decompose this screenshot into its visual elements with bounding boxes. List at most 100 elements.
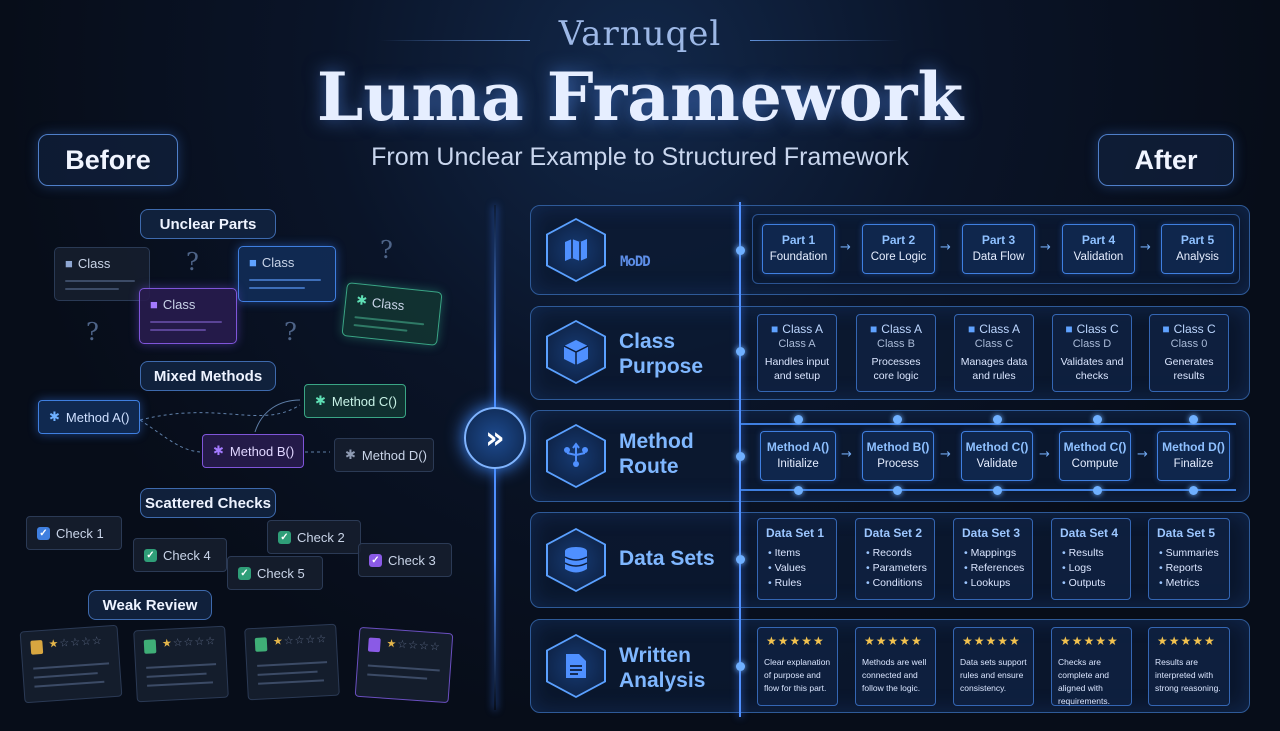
dataset-box: Data Set 4ResultsLogsOutputs	[1051, 518, 1131, 600]
class-card-label: Class	[261, 255, 295, 270]
arrow-right-icon: →	[1137, 447, 1148, 462]
check-label: Check 4	[163, 547, 211, 563]
class-card: ■Class	[139, 288, 237, 344]
star-rating: ★★★★★	[766, 634, 825, 648]
checkbox-icon: ✓	[369, 553, 382, 567]
review-card: ★☆☆☆☆	[133, 625, 229, 703]
review-card: ★☆☆☆☆	[354, 626, 454, 704]
method-box: Method C()Validate	[961, 431, 1033, 481]
question-mark: ?	[86, 318, 99, 346]
unclear-parts-label: Unclear Parts	[140, 209, 276, 239]
method-card: ✱Method C()	[304, 384, 406, 418]
method-track-top	[741, 423, 1236, 425]
document-icon	[143, 639, 157, 654]
analysis-box: ★★★★★Data sets support rules and ensure …	[953, 627, 1034, 706]
star-rating: ★☆☆☆☆	[386, 636, 442, 654]
check-label: Check 2	[297, 529, 345, 545]
route-icon	[564, 442, 588, 467]
question-mark: ?	[284, 318, 297, 346]
method-label: Method D()	[361, 447, 427, 463]
document-icon	[30, 639, 44, 655]
cube-icon: ■	[771, 322, 779, 336]
star-rating: ★★★★★	[1060, 634, 1119, 648]
timeline-node	[736, 555, 745, 564]
row-label: MoDD	[620, 254, 651, 270]
gear-icon: ✱	[49, 409, 60, 424]
scattered-checks-label: Scattered Checks	[140, 488, 276, 518]
check-card: ✓ Check 2	[267, 520, 361, 554]
arrow-right-icon: →	[840, 240, 851, 255]
forward-arrow-button[interactable]: »	[464, 407, 526, 469]
method-connectors	[139, 399, 330, 453]
arrow-right-icon: →	[1039, 447, 1050, 462]
check-label: Check 1	[56, 525, 104, 541]
checkbox-icon: ✓	[37, 526, 50, 540]
method-card: ✱Method B()	[202, 434, 304, 468]
cube-icon: ■	[1162, 322, 1170, 336]
star-rating: ★★★★★	[1157, 634, 1216, 648]
dataset-box: Data Set 2RecordsParametersConditions	[855, 518, 935, 600]
timeline-node	[736, 452, 745, 461]
method-card: ✱ Method A()	[38, 400, 140, 434]
brand-rule-left	[380, 40, 530, 41]
method-box: Method A()Initialize	[760, 431, 836, 481]
method-label: Method C()	[331, 393, 397, 409]
timeline-node	[736, 347, 745, 356]
cube-icon: ■	[968, 322, 976, 336]
document-icon	[566, 654, 586, 678]
class-card: ✱Class	[341, 282, 443, 346]
arrow-right-icon: →	[940, 240, 951, 255]
star-rating: ★★★★★	[962, 634, 1021, 648]
method-card: ✱Method D()	[334, 438, 434, 472]
method-node	[1093, 415, 1102, 424]
document-icon	[367, 637, 381, 653]
dataset-box: Data Set 5SummariesReportsMetrics	[1148, 518, 1230, 600]
cube-icon: ■	[249, 255, 257, 270]
method-node	[794, 415, 803, 424]
method-box: Method B()Process	[862, 431, 934, 481]
arrow-right-icon: →	[940, 447, 951, 462]
method-node	[893, 415, 902, 424]
row-icon-frame	[546, 634, 606, 698]
cube-icon: ■	[1065, 322, 1073, 336]
page-title: Luma Framework	[316, 58, 964, 136]
method-label: Method A()	[65, 409, 130, 425]
checkbox-icon: ✓	[278, 530, 291, 544]
check-card: ✓ Check 3	[358, 543, 452, 577]
cube-icon	[563, 340, 589, 365]
dataset-box: Data Set 3MappingsReferencesLookups	[953, 518, 1033, 600]
gear-icon: ✱	[213, 443, 224, 458]
analysis-box: ★★★★★Results are interpreted with strong…	[1148, 627, 1230, 706]
class-card-label: Class	[162, 297, 196, 312]
check-card: ✓ Check 4	[133, 538, 227, 572]
question-mark: ?	[380, 236, 393, 264]
brand-name: Varnuqel	[558, 14, 722, 54]
weak-review-label: Weak Review	[88, 590, 212, 620]
star-rating: ★☆☆☆☆	[272, 632, 328, 648]
method-box: Method D()Finalize	[1157, 431, 1230, 481]
check-card: ✓Check 5	[227, 556, 323, 590]
map-icon	[565, 239, 587, 261]
checkbox-icon: ✓	[144, 548, 157, 562]
star-rating: ★☆☆☆☆	[48, 633, 104, 651]
class-card-label: Class	[77, 256, 111, 271]
star-rating: ★★★★★	[864, 634, 923, 648]
star-rating: ★☆☆☆☆	[161, 634, 217, 650]
database-icon	[564, 547, 588, 573]
review-card: ★☆☆☆☆	[19, 624, 123, 704]
analysis-box: ★★★★★Checks are complete and aligned wit…	[1051, 627, 1132, 706]
class-card: ■Class	[54, 247, 150, 301]
cube-icon: ■	[870, 322, 878, 336]
before-badge: Before	[38, 134, 178, 186]
method-node	[1093, 486, 1102, 495]
gear-icon: ✱	[355, 292, 368, 309]
check-label: Check 3	[388, 552, 436, 568]
dataset-box: Data Set 1ItemsValuesRules	[757, 518, 837, 600]
